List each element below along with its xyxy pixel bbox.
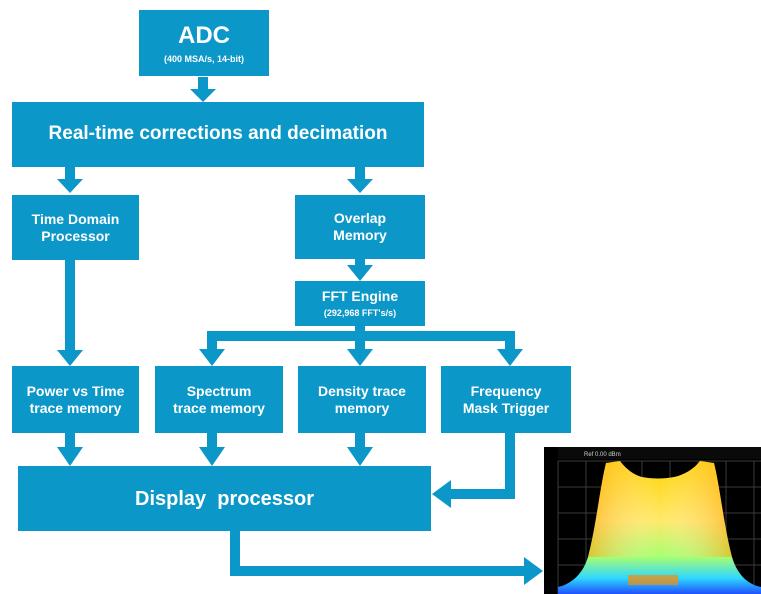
density-line1: Density trace (318, 382, 406, 399)
fft-label: FFT Engine (321, 288, 399, 305)
spectrum-display-screenshot: Ref 0.00 dBm (544, 447, 761, 594)
adc-box: ADC (400 MSA/s, 14-bit) (139, 10, 269, 76)
time-domain-line1: Time Domain (31, 210, 120, 227)
fmt-line2: Mask Trigger (462, 399, 550, 416)
power-line2: trace memory (29, 399, 122, 416)
adc-label: ADC (178, 21, 230, 49)
overlap-memory-box: Overlap Memory (295, 195, 425, 259)
ref-level-label: Ref 0.00 dBm (584, 452, 621, 458)
spectrum-line2: trace memory (173, 399, 265, 416)
display-label: Display processor (135, 487, 314, 510)
corrections-label: Real-time corrections and decimation (48, 123, 388, 145)
power-vs-time-box: Power vs Time trace memory (12, 366, 139, 433)
fft-rate: (292,968 FFT's/s) (323, 308, 397, 318)
time-domain-processor-box: Time Domain Processor (12, 195, 139, 260)
density-line2: memory (334, 399, 390, 416)
corrections-box: Real-time corrections and decimation (12, 102, 424, 167)
fmt-line1: Frequency (470, 382, 542, 399)
overlap-line2: Memory (333, 227, 387, 243)
display-processor-box: Display processor (18, 466, 431, 531)
time-domain-line2: Processor (41, 227, 110, 244)
fft-engine-box: FFT Engine (292,968 FFT's/s) (295, 281, 425, 326)
power-line1: Power vs Time (26, 382, 125, 399)
overlap-line1: Overlap (333, 210, 387, 227)
frequency-mask-trigger-box: Frequency Mask Trigger (441, 366, 571, 433)
adc-spec: (400 MSA/s, 14-bit) (163, 53, 245, 64)
spectrum-line1: Spectrum (186, 382, 252, 399)
density-trace-box: Density trace memory (298, 366, 426, 433)
spectrum-trace-box: Spectrum trace memory (155, 366, 283, 433)
